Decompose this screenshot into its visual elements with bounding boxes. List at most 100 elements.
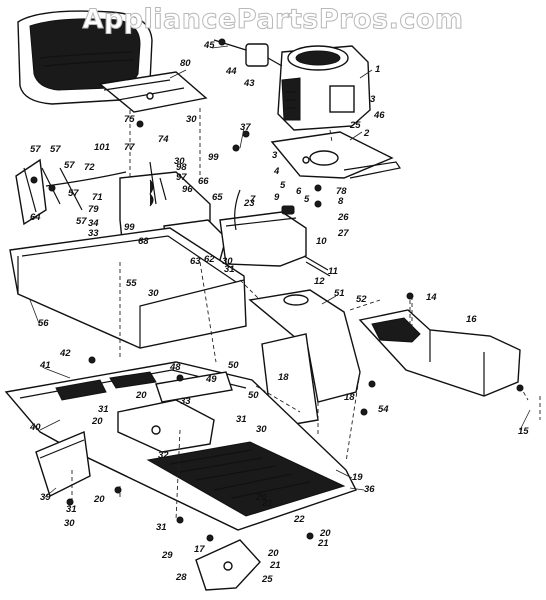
callout: 29 xyxy=(161,550,173,561)
callout: 98 xyxy=(176,162,187,173)
callout: 30 xyxy=(64,518,75,529)
callout: 36 xyxy=(364,484,375,495)
callout: 46 xyxy=(373,110,385,121)
callout: 28 xyxy=(175,572,187,583)
control-lever-assembly xyxy=(15,158,127,226)
callout: 20 xyxy=(319,528,331,539)
hood xyxy=(9,227,247,349)
callout: 5 xyxy=(304,194,310,205)
callout: 43 xyxy=(243,78,255,89)
callout: 30 xyxy=(148,288,159,299)
callout: 31 xyxy=(66,504,77,515)
callout: 33 xyxy=(88,228,99,239)
callout: 20 xyxy=(91,416,103,427)
rod xyxy=(303,255,331,277)
callout: 31 xyxy=(98,404,109,415)
callout: 57 xyxy=(64,160,75,171)
callout: 25 xyxy=(261,574,273,585)
callout: 3 xyxy=(370,94,376,105)
callout: 55 xyxy=(126,278,137,289)
callout: 63 xyxy=(190,256,201,267)
watermark: AppliancePartsPros.com xyxy=(82,4,464,36)
assembly-lines xyxy=(71,108,541,521)
callout: 57 xyxy=(30,144,41,155)
callout: 4 xyxy=(273,166,280,177)
callout: 45 xyxy=(203,40,215,51)
callout: 6 xyxy=(296,186,302,197)
callout: 20 xyxy=(135,390,147,401)
callout: 57 xyxy=(76,216,87,227)
callout: 2 xyxy=(363,128,370,139)
callout: 32 xyxy=(158,450,169,461)
callout-labels: 1 2 3 3 4 5 5 6 7 8 9 10 11 12 14 15 16 … xyxy=(29,40,529,585)
callout: 8 xyxy=(338,196,344,207)
callout: 44 xyxy=(225,66,237,77)
cross-bar xyxy=(155,371,233,403)
callout: 21 xyxy=(317,538,329,549)
callout: 31 xyxy=(156,522,167,533)
callout: 66 xyxy=(198,176,209,187)
seat-mounting-plate xyxy=(98,71,208,113)
callout: 40 xyxy=(29,422,41,433)
callout: 14 xyxy=(426,292,437,303)
callout: 99 xyxy=(208,152,219,163)
callout: 19 xyxy=(352,472,363,483)
callout: 21 xyxy=(269,560,281,571)
callout: 62 xyxy=(204,254,215,265)
fuel-tank xyxy=(219,189,307,267)
callout: 21 xyxy=(261,498,273,509)
callout: 11 xyxy=(328,266,338,277)
callout: 10 xyxy=(316,236,327,247)
left-guard xyxy=(35,431,91,497)
callout: 57 xyxy=(68,188,79,199)
callout: 99 xyxy=(124,222,135,233)
fasteners xyxy=(66,120,524,542)
callout: 16 xyxy=(466,314,477,325)
callout: 39 xyxy=(40,492,51,503)
callout: 3 xyxy=(272,150,278,161)
console xyxy=(358,309,521,397)
callout: 20 xyxy=(93,494,105,505)
callout: 96 xyxy=(182,184,193,195)
callout: 97 xyxy=(176,172,187,183)
callout: 23 xyxy=(243,198,255,209)
callout: 12 xyxy=(314,276,325,287)
callout: 71 xyxy=(92,192,103,203)
callout: 57 xyxy=(50,144,61,155)
callout: 7 xyxy=(250,194,256,205)
callout: 25 xyxy=(349,120,361,131)
seat xyxy=(17,10,153,105)
callout: 17 xyxy=(194,544,205,555)
callout: 48 xyxy=(169,362,181,373)
callout: 64 xyxy=(30,212,41,223)
leader-lines xyxy=(29,45,531,499)
callout: 18 xyxy=(278,372,289,383)
callout: 79 xyxy=(88,204,99,215)
callout: 5 xyxy=(280,180,286,191)
callout: 80 xyxy=(180,58,191,69)
callout: 42 xyxy=(59,348,71,359)
callout: 9 xyxy=(274,192,280,203)
callout: 20 xyxy=(255,492,267,503)
callout: 75 xyxy=(124,114,135,125)
floor-mat xyxy=(146,441,346,517)
callout: 27 xyxy=(337,228,349,239)
callout: 41 xyxy=(39,360,51,371)
callout: 31 xyxy=(224,264,235,275)
callout: 65 xyxy=(212,192,223,203)
engine xyxy=(277,45,371,131)
callout: 1 xyxy=(375,64,380,75)
callout: 50 xyxy=(248,390,259,401)
callout: 49 xyxy=(205,374,217,385)
callout: 15 xyxy=(518,426,529,437)
callout: 77 xyxy=(124,142,135,153)
callout: 101 xyxy=(94,142,110,153)
callout: 22 xyxy=(293,514,305,525)
callout: 20 xyxy=(267,548,279,559)
callout: 50 xyxy=(228,360,239,371)
callout: 33 xyxy=(180,396,191,407)
callout: 72 xyxy=(84,162,95,173)
callout: 30 xyxy=(186,114,197,125)
